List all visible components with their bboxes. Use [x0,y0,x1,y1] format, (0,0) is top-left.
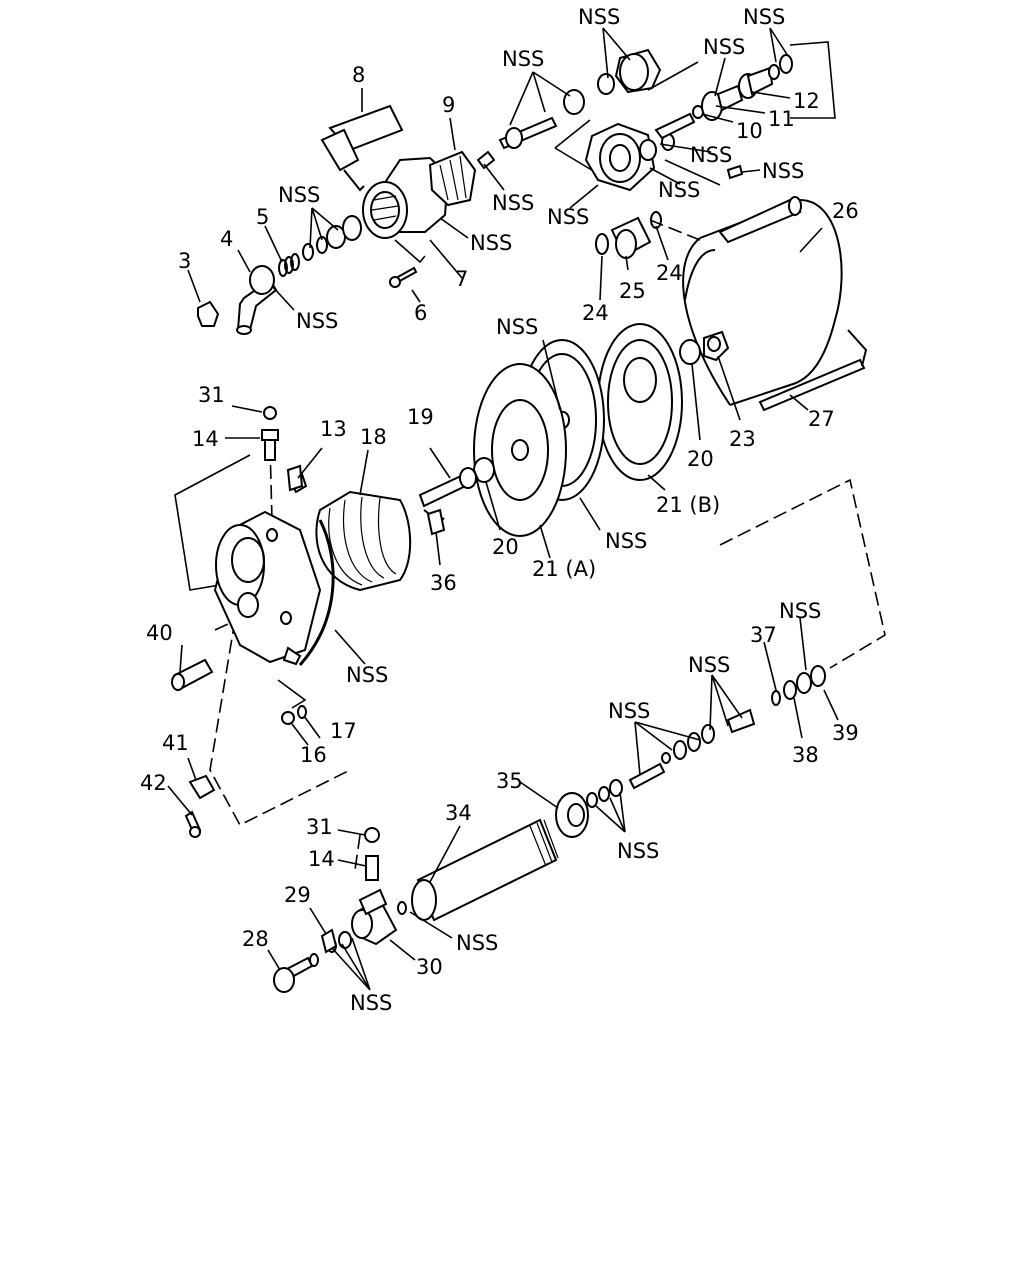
label-35: 35 [496,769,523,793]
guide-lines [174,41,886,871]
label-28: 28 [242,927,269,951]
lower-flange-plate [584,122,675,192]
label-21b: 21 (B) [656,493,720,517]
label-16: 16 [300,743,327,767]
label-31-top: 31 [198,383,225,407]
label-nss-upper-plunger: NSS [502,47,544,71]
label-26: 26 [832,199,859,223]
label-20-left: 20 [492,535,519,559]
label-18: 18 [360,425,387,449]
label-nss-far-right: NSS [762,159,804,183]
label-nss-lower-washers: NSS [688,653,730,677]
part-40-fitting [171,658,214,691]
part-6-bolt [389,266,418,288]
parts-20-23-upper [679,330,730,365]
part-34-shaft [411,818,559,922]
label-8: 8 [352,63,365,87]
label-30: 30 [416,955,443,979]
label-nss-top-right: NSS [743,5,785,29]
parts-16-17 [281,705,307,725]
label-nss-nut: NSS [617,839,659,863]
label-25: 25 [619,279,646,303]
label-nss-right-upper: NSS [703,35,745,59]
label-23: 23 [729,427,756,451]
label-40: 40 [146,621,173,645]
part-13-pin [286,464,304,492]
lower-nss-assembly [586,708,756,808]
part-5-spring [278,215,362,277]
label-11: 11 [768,107,795,131]
label-13: 13 [320,417,347,441]
label-6: 6 [414,301,427,325]
label-nss-top-center: NSS [578,5,620,29]
label-nss-lower-rod: NSS [608,699,650,723]
lower-left-fittings [273,827,407,993]
label-24-right: 24 [656,261,683,285]
label-5: 5 [256,205,269,229]
label-nss-shaft-end: NSS [456,931,498,955]
part-18-boot [315,490,412,592]
parts-10-12 [654,54,793,180]
label-17: 17 [330,719,357,743]
label-4: 4 [220,227,233,251]
label-nss-pulley-bottom: NSS [605,529,647,553]
label-24-left: 24 [582,301,609,325]
label-3: 3 [178,249,191,273]
label-29: 29 [284,883,311,907]
label-nss-pulley-middle: NSS [496,315,538,339]
label-nss-spring-group: NSS [278,183,320,207]
label-nss-mid-right-a: NSS [690,143,732,167]
label-nss-housing-bottom: NSS [346,663,388,687]
label-27: 27 [808,407,835,431]
label-nss-boot: NSS [492,191,534,215]
label-37: 37 [750,623,777,647]
part-35-nut [555,792,589,838]
label-nss-mid-right-b: NSS [658,178,700,202]
label-31-bottom: 31 [306,815,333,839]
label-42: 42 [140,771,167,795]
parts-37-39 [771,665,826,706]
label-38: 38 [792,743,819,767]
label-10: 10 [736,119,763,143]
part-14-fitting-top [261,406,279,461]
label-9: 9 [442,93,455,117]
part-26-drum [682,196,843,406]
label-41: 41 [162,731,189,755]
part-36-pin [426,508,446,536]
label-nss-elbow: NSS [296,309,338,333]
part-4-elbow-hose [236,265,278,335]
leader-lines [167,27,839,991]
part-27-rod [758,329,868,412]
label-nss-lower-right: NSS [779,599,821,623]
label-7: 7 [455,267,468,291]
part-21a-plate [473,363,567,537]
label-39: 39 [832,721,859,745]
part-8-handle [320,104,404,192]
part-labels: 8 9 NSS NSS NSS NSS 12 11 10 NSS NSS NSS… [140,5,859,1015]
label-36: 36 [430,571,457,595]
label-21a: 21 (A) [532,557,596,581]
part-9-boot [428,150,496,207]
label-nss-housing: NSS [470,231,512,255]
label-19: 19 [407,405,434,429]
part-21b-pulley [597,323,683,481]
part-3-bracket [197,300,220,327]
label-nss-lower-left: NSS [350,991,392,1015]
label-14-bottom: 14 [308,847,335,871]
parts-41-42 [184,774,216,838]
label-nss-flange-plate: NSS [547,205,589,229]
main-housing [213,472,335,666]
label-34: 34 [445,801,472,825]
parts-24-25 [595,211,662,259]
part-7-flange-housing [362,156,450,239]
label-14-top: 14 [192,427,219,451]
label-12: 12 [793,89,820,113]
label-20-right: 20 [687,447,714,471]
